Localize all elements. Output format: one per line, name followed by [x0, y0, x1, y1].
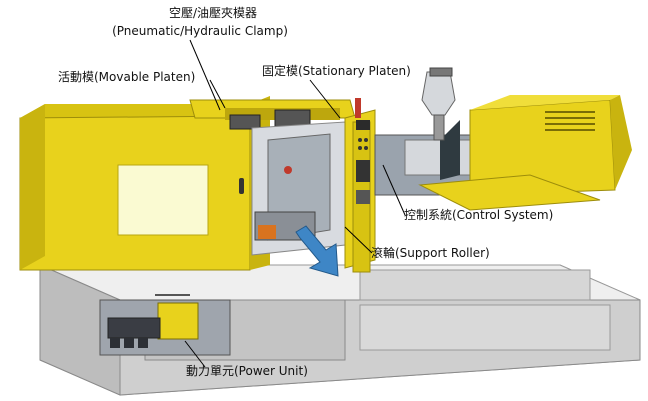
power-unit	[99, 294, 231, 356]
tie-bar-frame	[189, 99, 356, 130]
label-clamp-chinese: 空壓/油壓夾模器	[168, 6, 258, 20]
vent-slots	[545, 111, 595, 131]
direction-arrow	[295, 225, 339, 277]
label-power-unit: 動力單元(Power Unit)	[186, 364, 308, 378]
machine-base	[39, 264, 641, 396]
label-clamp-english: (Pneumatic/Hydraulic Clamp)	[112, 24, 288, 38]
injection-unit	[374, 67, 632, 211]
label-support-roller: 滾輪(Support Roller)	[371, 246, 490, 260]
leader-lines	[184, 39, 406, 368]
stationary-platen	[344, 98, 376, 273]
label-stationary-platen: 固定模(Stationary Platen)	[262, 64, 411, 78]
label-movable-platen: 活動模(Movable Platen)	[58, 70, 196, 84]
mold-area	[251, 121, 346, 256]
label-control-system: 控制系統(Control System)	[404, 208, 554, 222]
